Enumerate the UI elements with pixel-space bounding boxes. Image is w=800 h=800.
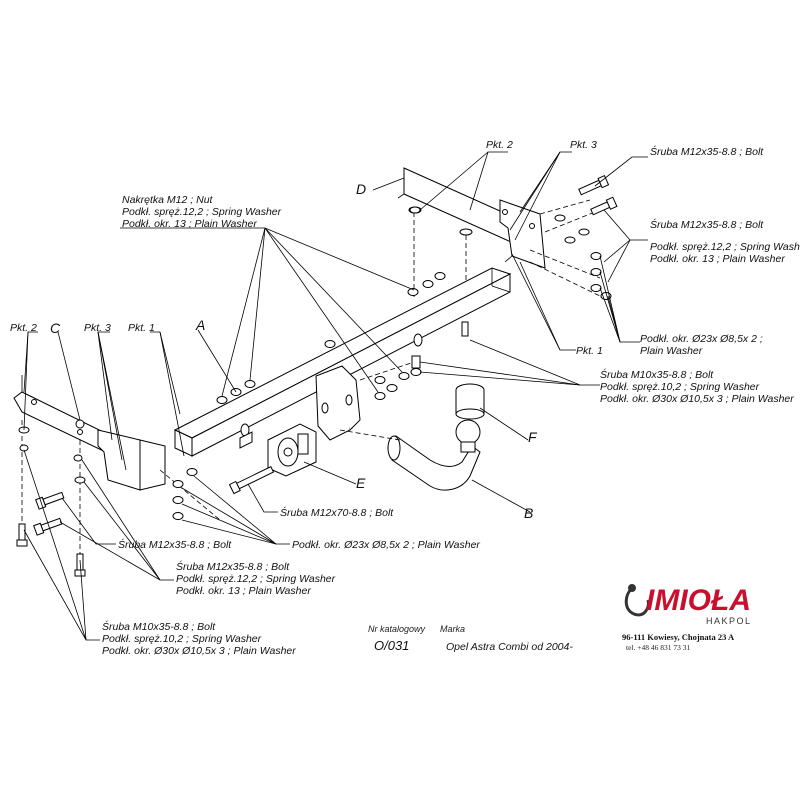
label-letter-d: D [356,181,366,197]
label-spring-m10-bottom: Podkł. spręż.10,2 ; Spring Washer [102,633,262,645]
label-bolt-top1: Śruba M12x35-8.8 ; Bolt [650,145,764,158]
catalog-number-label: Nr katalogowy [368,624,426,634]
label-letter-e: E [356,475,366,491]
company-phone: tel. +48 46 831 73 31 [626,643,690,652]
label-nut: Nakrętka M12 ; Nut [122,194,214,206]
label-letter-f: F [528,429,538,445]
label-letter-b: B [524,505,533,521]
label-letter-a: A [195,317,205,333]
label-letter-c: C [50,320,61,336]
label-pkt2-top: Pkt. 2 [486,139,513,151]
label-spring-nut: Podkł. spręż.12,2 ; Spring Washer [122,206,282,218]
logo-subtext: HAKPOL [706,616,752,626]
label-bolt-m10-bottom: Śruba M10x35-8.8 ; Bolt [102,620,216,633]
leader-lines [23,151,648,641]
brand-label: Marka [440,624,465,634]
label-spring-m12-bottom: Podkł. spręż.12,2 ; Spring Washer [176,573,336,585]
label-bolt-m12-bottom: Śruba M12x35-8.8 ; Bolt [176,560,290,573]
ball-cover-f [455,383,485,420]
crossbar-a [173,267,512,457]
vehicle-model: Opel Astra Combi od 2004- [446,641,573,653]
assembly-lines [21,199,601,560]
company-logo: IMIOŁA HAKPOL 96-111 Kowiesy, Chojnata 2… [622,584,752,652]
center-bracket [315,365,361,441]
label-spring-m10-right: Podkł. spręż.10,2 ; Spring Washer [600,381,760,393]
mounting-plate-c [13,375,166,491]
tow-ball-b [387,419,481,491]
label-bolt-m12x70: Śruba M12x70-8.8 ; Bolt [280,506,394,519]
label-pkt3-top: Pkt. 3 [570,139,597,151]
label-pkt2-left: Pkt. 2 [10,322,37,334]
label-plain-nut: Podkł. okr. 13 ; Plain Washer [122,218,257,230]
label-bolt-m12-left: Śruba M12x35-8.8 ; Bolt [118,538,232,551]
label-plain23-right1: Podkł. okr. Ø23x Ø8,5x 2 ; [640,333,763,345]
bolts [16,174,618,577]
hook-ball-icon [628,584,636,592]
catalog-number: O/031 [374,638,409,653]
label-plain30-right: Podkł. okr. Ø30x Ø10,5x 3 ; Plain Washer [600,393,794,405]
label-pkt3-left: Pkt. 3 [84,322,111,334]
callout-labels: Pkt. 2 Pkt. 3 D Śruba M12x35-8.8 ; Bolt … [10,139,800,657]
label-plain30-bottom: Podkł. okr. Ø30x Ø10,5x 3 ; Plain Washer [102,645,296,657]
hook-logo-icon [624,586,650,617]
label-spring-top2: Podkł. spręż.12,2 ; Spring Washer [650,241,800,253]
label-pkt1-left: Pkt. 1 [128,322,155,334]
fasteners [18,206,612,520]
company-address: 96-111 Kowiesy, Chojnata 23 A [622,632,735,642]
label-bolt-top2: Śruba M12x35-8.8 ; Bolt [650,218,764,231]
label-plain23-left: Podkł. okr. Ø23x Ø8,5x 2 ; Plain Washer [292,539,480,551]
label-plain23-right2: Plain Washer [640,345,703,357]
label-bolt-m10-right: Śruba M10x35-8.8 ; Bolt [600,368,714,381]
hitch-plate-e [239,423,317,477]
label-plain-top2: Podkł. okr. 13 ; Plain Washer [650,253,785,265]
label-pkt1-right: Pkt. 1 [576,345,603,357]
logo-text: IMIOŁA [646,584,751,617]
label-plain-m12-bottom: Podkł. okr. 13 ; Plain Washer [176,585,311,597]
mounting-plate-d [397,167,546,269]
catalog-info: Nr katalogowy O/031 Marka Opel Astra Com… [368,624,573,653]
drawing-parts [13,151,648,641]
